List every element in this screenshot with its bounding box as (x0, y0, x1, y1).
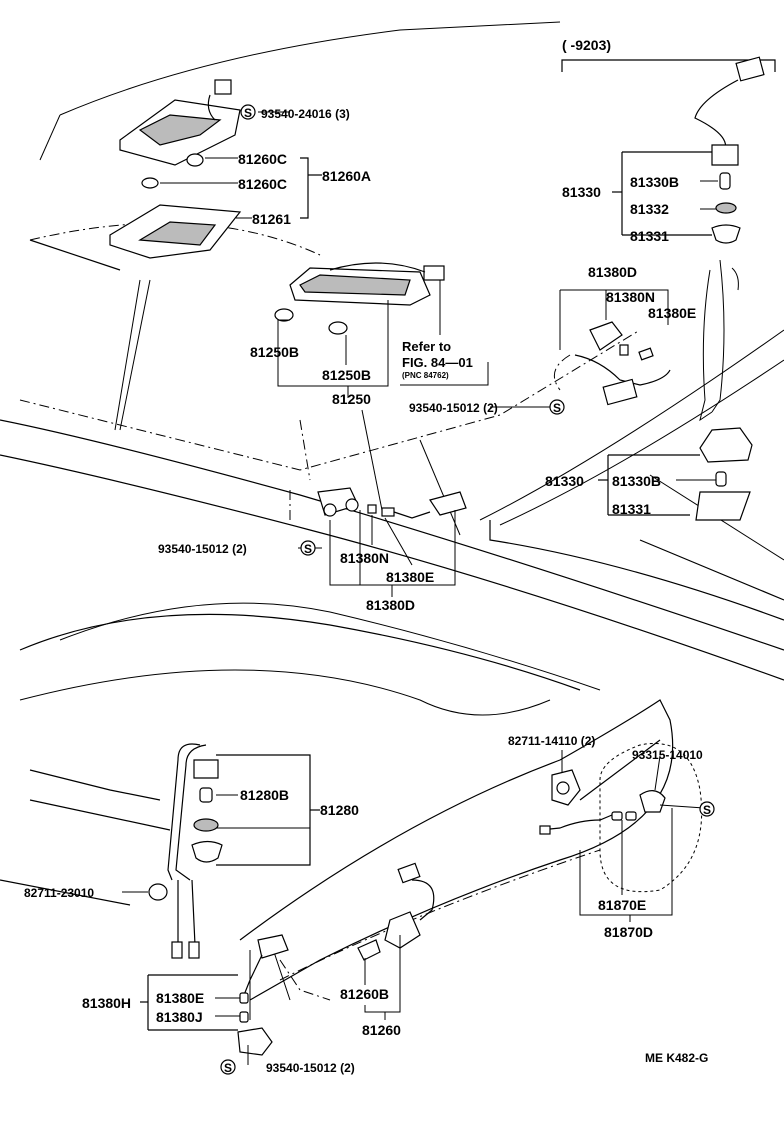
part-label: 81260A (322, 168, 371, 184)
part-label: 82711-23010 (24, 886, 94, 900)
part-label: 81332 (630, 201, 669, 217)
refer-note: FIG. 84—01 (402, 355, 473, 370)
part-label: 93540-15012 (2) (158, 542, 247, 556)
part-label: 81380H (82, 995, 131, 1011)
part-label: 81280 (320, 802, 359, 818)
screw-symbol-icon: S (300, 540, 316, 556)
part-label: 81380E (648, 305, 696, 321)
dome-lamp-assembly (109, 79, 445, 335)
part-label: 81380D (366, 597, 415, 613)
part-label: 81331 (630, 228, 669, 244)
range-bracket: ( -9203) (561, 37, 776, 72)
svg-text:S: S (244, 106, 252, 120)
part-label: 93315-14010 (632, 748, 703, 762)
part-label: 81870D (604, 924, 653, 940)
svg-text:S: S (304, 542, 312, 556)
part-label: 82711-14110 (2) (508, 734, 595, 748)
svg-text:S: S (703, 803, 711, 817)
part-label: 81260C (238, 151, 287, 167)
screw-symbol-icon: S (549, 399, 565, 415)
refer-note: Refer to (402, 339, 451, 354)
part-label: 81250B (250, 344, 299, 360)
screw-symbol-icon: S (240, 104, 256, 120)
screw-symbol-icon: S (220, 1059, 236, 1075)
part-label: 81260C (238, 176, 287, 192)
part-label: 81260B (340, 986, 389, 1002)
part-label: 93540-15012 (2) (409, 401, 498, 415)
part-label: 81331 (612, 501, 651, 517)
part-label: 81330 (562, 184, 601, 200)
part-label: 81380J (156, 1009, 203, 1025)
refer-note: (PNC 84762) (402, 371, 449, 380)
part-label: 81330 (545, 473, 584, 489)
screw-symbol-icon: S (699, 801, 715, 817)
part-label: 81380E (386, 569, 434, 585)
range-note: ( -9203) (562, 37, 611, 53)
top-left-leaders (160, 111, 489, 511)
bottom-left-connector (140, 934, 289, 1065)
lower-left-switch (122, 743, 320, 959)
part-label: 81380D (588, 264, 637, 280)
lower-body-outline (0, 602, 703, 1020)
part-label: 81380E (156, 990, 204, 1006)
part-label: 93540-24016 (3) (261, 107, 350, 121)
part-label: 93540-15012 (2) (266, 1061, 355, 1075)
figure-code: ME K482-G (645, 1051, 708, 1065)
part-label: 81330B (612, 473, 661, 489)
part-label: 81250B (322, 367, 371, 383)
svg-text:S: S (224, 1061, 232, 1075)
part-label: 81870E (598, 897, 646, 913)
mid-right-wiring (553, 259, 753, 521)
svg-text:S: S (553, 401, 561, 415)
part-label: 81261 (252, 211, 291, 227)
courtesy-switch-top-right (612, 56, 765, 244)
part-label: 81280B (240, 787, 289, 803)
part-label: 81250 (332, 391, 371, 407)
part-label: 81380N (340, 550, 389, 566)
bottom-right-lamp (539, 750, 705, 922)
part-label: 81260 (362, 1022, 401, 1038)
bottom-center-lamp (357, 862, 435, 1020)
part-label: 81380N (606, 289, 655, 305)
part-label: 81330B (630, 174, 679, 190)
